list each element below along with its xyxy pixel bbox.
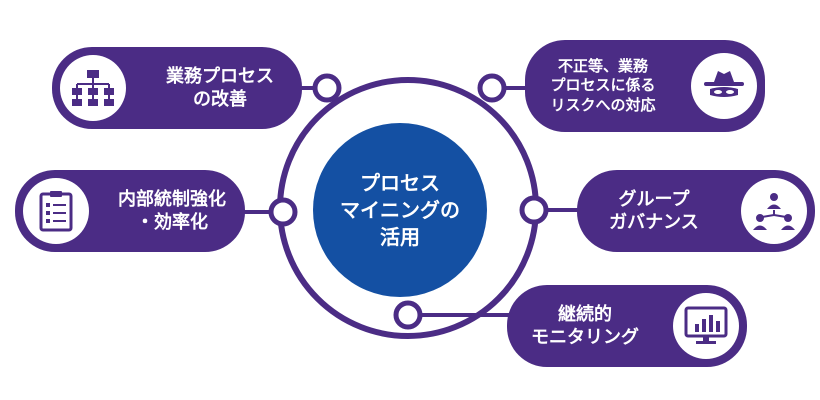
item-label: 継続的 モニタリング [531, 303, 639, 348]
item-process-improvement: 業務プロセス の改善 [52, 47, 302, 129]
org-chart-icon [60, 55, 126, 121]
item-label: 業務プロセス の改善 [166, 65, 274, 110]
ring-node [477, 73, 507, 103]
center-circle: プロセス マイニングの 活用 [313, 123, 487, 297]
item-label: グループ ガバナンス [609, 188, 699, 233]
ring-node [393, 300, 423, 330]
item-label: 不正等、業務 プロセスに係る リスクへの対応 [550, 56, 656, 114]
item-group-governance: グループ ガバナンス [577, 170, 815, 252]
item-fraud-risk: 不正等、業務 プロセスに係る リスクへの対応 [525, 40, 765, 132]
checklist-icon [23, 178, 89, 244]
monitor-chart-icon [673, 293, 739, 359]
ring-node [268, 197, 298, 227]
item-internal-control: 内部統制強化 ・効率化 [15, 170, 245, 252]
hacker-icon [691, 53, 757, 119]
center-label: プロセス マイニングの 活用 [340, 170, 460, 249]
group-network-icon [741, 178, 807, 244]
item-continuous-monitoring: 継続的 モニタリング [507, 285, 747, 367]
item-label: 内部統制強化 ・効率化 [118, 188, 226, 233]
ring-node [519, 195, 549, 225]
ring-node [312, 73, 342, 103]
